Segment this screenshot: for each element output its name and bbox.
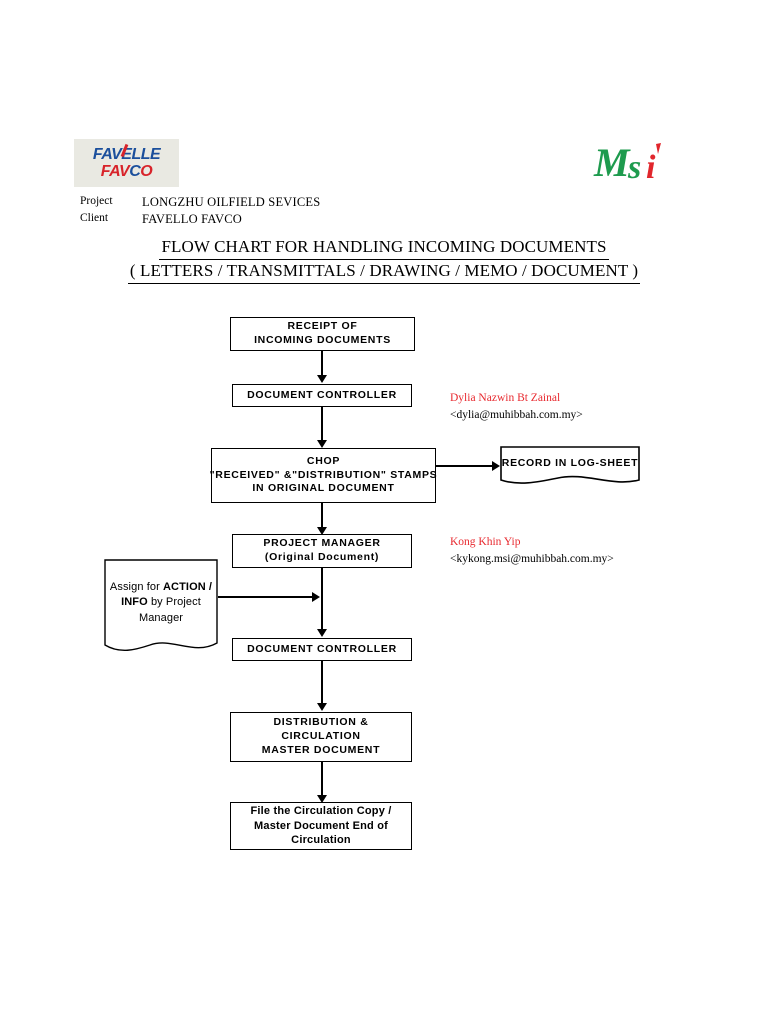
node-receipt-line2: INCOMING DOCUMENTS bbox=[254, 334, 391, 346]
node-distribution-line3: MASTER DOCUMENT bbox=[261, 743, 381, 756]
project-label: Project bbox=[80, 195, 113, 207]
favelle-logo-fav: FAV bbox=[100, 162, 130, 180]
document-header: FAVELLE FAVCO M s i Project LONGZHU OILF… bbox=[0, 0, 768, 284]
connector-project-manager-to-controller2 bbox=[321, 568, 323, 631]
connector-receipt-to-controller1 bbox=[321, 351, 323, 375]
node-file-circulation-copy: File the Circulation Copy / Master Docum… bbox=[230, 802, 412, 850]
node-project-manager-line2: (Original Document) bbox=[264, 551, 380, 563]
node-assign-line4: by Project bbox=[150, 596, 201, 609]
node-chop-line1: CHOP bbox=[306, 454, 341, 467]
project-value: LONGZHU OILFIELD SEVICES bbox=[142, 195, 321, 209]
annotation-dylia-name: Dylia Nazwin Bt Zainal bbox=[450, 392, 561, 404]
arrowhead-project-manager-to-controller2 bbox=[317, 629, 327, 637]
annotation-dylia: Dylia Nazwin Bt Zainal <dylia@muhibbah.c… bbox=[450, 390, 583, 423]
node-assign-line1: Assign for bbox=[109, 580, 160, 593]
arrowhead-controller1-to-chop bbox=[317, 440, 327, 448]
arrowhead-controller2-to-distribution bbox=[317, 703, 327, 711]
node-document-controller-1: DOCUMENT CONTROLLER bbox=[232, 384, 412, 407]
node-file-line2: Master Document End of bbox=[254, 819, 388, 832]
svg-text:i: i bbox=[646, 149, 656, 186]
page-title-line2: ( LETTERS / TRANSMITTALS / DRAWING / MEM… bbox=[127, 260, 641, 284]
node-chop-line2: "RECEIVED" &"DISTRIBUTION" STAMPS bbox=[209, 468, 438, 481]
node-receipt-line1: RECEIPT OF bbox=[287, 320, 358, 333]
node-distribution-line1: DISTRIBUTION & bbox=[273, 716, 369, 729]
node-distribution-line2: CIRCULATION bbox=[281, 730, 361, 743]
node-document-controller-2-label: DOCUMENT CONTROLLER bbox=[247, 642, 397, 655]
node-chop-line3: IN ORIGINAL DOCUMENT bbox=[252, 482, 395, 495]
arrowhead-chop-to-project-manager bbox=[317, 527, 327, 535]
page-title: FLOW CHART FOR HANDLING INCOMING DOCUMEN… bbox=[0, 236, 768, 284]
annotation-kong-email: <kykong.msi@muhibbah.com.my> bbox=[450, 552, 614, 565]
node-assign-text: Assign for ACTION / INFO by Project Mana… bbox=[104, 580, 218, 637]
node-assign-for-action-info: Assign for ACTION / INFO by Project Mana… bbox=[104, 559, 218, 657]
node-chop-stamps: CHOP "RECEIVED" &"DISTRIBUTION" STAMPS I… bbox=[209, 448, 438, 503]
favelle-logo-line1: FAVELLE bbox=[92, 143, 161, 163]
node-receipt-of-incoming-documents: RECEIPT OF INCOMING DOCUMENTS bbox=[230, 317, 415, 351]
node-record-in-log-sheet: RECORD IN LOG-SHEET bbox=[500, 446, 640, 488]
annotation-kong-name: Kong Khin Yip bbox=[450, 536, 521, 548]
node-file-line3: Circulation bbox=[291, 834, 351, 847]
favelle-favco-logo: FAVELLE FAVCO bbox=[74, 139, 179, 187]
node-document-controller-1-label: DOCUMENT CONTROLLER bbox=[247, 388, 397, 401]
connector-chop-to-project-manager bbox=[321, 503, 323, 527]
connector-assign-to-spine bbox=[218, 596, 314, 598]
node-file-line1: File the Circulation Copy / bbox=[250, 805, 392, 818]
client-label: Client bbox=[80, 211, 109, 224]
node-record-line2: LOG-SHEET bbox=[570, 456, 639, 469]
svg-text:s: s bbox=[627, 149, 641, 186]
node-distribution-circulation: DISTRIBUTION & CIRCULATION MASTER DOCUME… bbox=[230, 712, 412, 762]
node-assign-line3: INFO bbox=[121, 596, 148, 609]
arrowhead-chop-to-record-log bbox=[492, 461, 500, 471]
node-document-controller-2: DOCUMENT CONTROLLER bbox=[232, 638, 412, 661]
svg-text:M: M bbox=[593, 140, 631, 185]
node-project-manager-line1: PROJECT MANAGER bbox=[263, 537, 381, 550]
connector-distribution-to-file bbox=[321, 762, 323, 797]
connector-chop-to-record-log bbox=[436, 465, 494, 467]
favelle-logo-line2: FAVCO bbox=[100, 162, 153, 180]
annotation-kong: Kong Khin Yip <kykong.msi@muhibbah.com.m… bbox=[450, 534, 614, 567]
favelle-logo-o: O bbox=[140, 162, 153, 180]
annotation-dylia-email: <dylia@muhibbah.com.my> bbox=[450, 408, 583, 421]
arrowhead-distribution-to-file bbox=[317, 795, 327, 803]
client-value: FAVELLO FAVCO bbox=[142, 211, 242, 226]
arrowhead-assign-to-spine bbox=[312, 592, 320, 602]
project-client-info: Project LONGZHU OILFIELD SEVICES Client … bbox=[80, 194, 320, 228]
node-project-manager: PROJECT MANAGER (Original Document) bbox=[232, 534, 412, 568]
favelle-logo-fa: FA bbox=[92, 145, 112, 163]
node-assign-line2: ACTION / bbox=[163, 580, 213, 593]
arrowhead-receipt-to-controller1 bbox=[317, 375, 327, 383]
favelle-logo-c: C bbox=[129, 162, 141, 180]
node-assign-line5: Manager bbox=[138, 611, 184, 624]
msi-logo: M s i bbox=[592, 138, 682, 186]
node-record-in-log-sheet-text: RECORD IN LOG-SHEET bbox=[500, 456, 640, 479]
connector-controller1-to-chop bbox=[321, 407, 323, 440]
connector-controller2-to-distribution bbox=[321, 661, 323, 705]
project-row: Project LONGZHU OILFIELD SEVICES bbox=[80, 194, 320, 211]
node-record-line1: RECORD IN bbox=[501, 456, 568, 469]
page-title-line1: FLOW CHART FOR HANDLING INCOMING DOCUMEN… bbox=[159, 236, 609, 260]
client-row: Client FAVELLO FAVCO bbox=[80, 211, 320, 228]
